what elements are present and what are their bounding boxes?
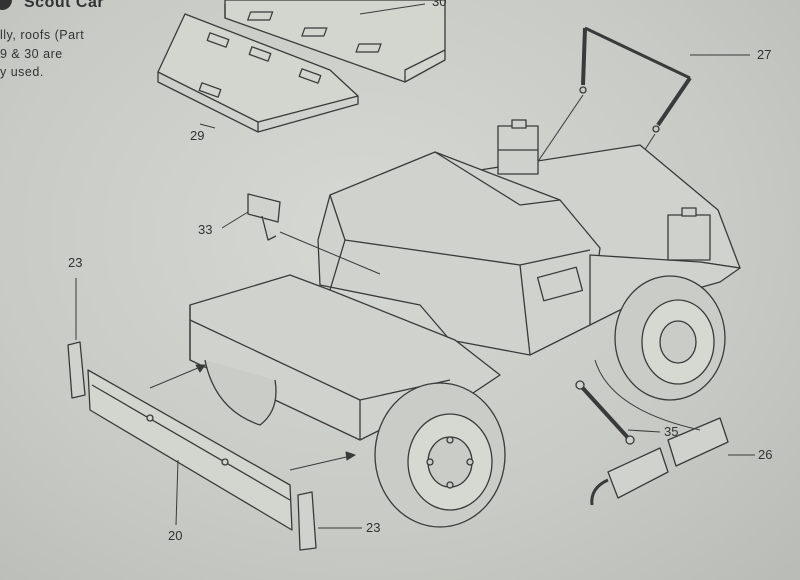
jerrycan-side (667, 207, 711, 261)
section-title: Scout Car (24, 0, 105, 11)
section-bullet-icon (0, 0, 12, 10)
note-line-2: 9 & 30 are (0, 47, 63, 61)
callout-23-top: 23 (68, 255, 83, 270)
callout-20: 20 (168, 528, 183, 543)
note-line-3: y used. (0, 65, 44, 79)
callout-26: 26 (758, 447, 773, 462)
part-30-roof-panel (224, 0, 446, 83)
callout-33: 33 (198, 222, 213, 237)
jerrycan-rear (497, 119, 539, 175)
callout-29: 29 (190, 128, 205, 143)
part-23-end-plate-right (297, 491, 317, 551)
callout-23-bottom: 23 (366, 520, 381, 535)
note-line-1: lly, roofs (Part (0, 28, 85, 42)
wheel-rear (614, 275, 726, 401)
part-26-exhaust (590, 417, 729, 506)
part-33-bracket (247, 193, 381, 275)
callout-27: 27 (757, 47, 772, 62)
part-35-rod (575, 380, 635, 445)
leader-lines (175, 3, 755, 529)
wheel-front (374, 382, 506, 528)
wheel-front-left-partial (204, 359, 277, 426)
part-23-end-plate-left (67, 278, 86, 399)
assembly-arrows (149, 359, 701, 471)
part-20-bumper-plate (87, 369, 293, 531)
callout-35: 35 (664, 424, 679, 439)
callout-30: 30 (432, 0, 447, 9)
part-29-roof-panel (157, 13, 359, 133)
